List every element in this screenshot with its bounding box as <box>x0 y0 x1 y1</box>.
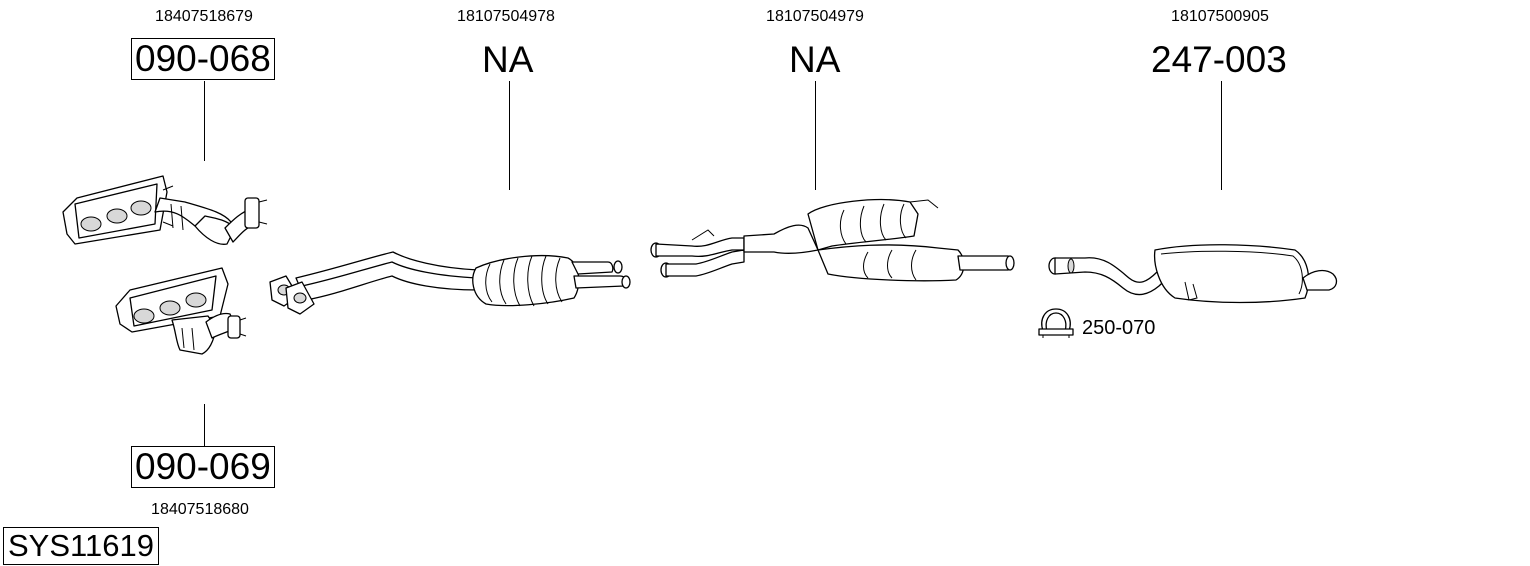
part-code-front-pipe[interactable]: NA <box>482 39 534 80</box>
oem-number-manifold-2: 18407518680 <box>151 501 249 518</box>
exhaust-manifold-1-icon[interactable] <box>55 168 270 258</box>
leader-line-front-pipe <box>509 81 510 190</box>
part-code-middle-silencer[interactable]: NA <box>789 39 841 80</box>
middle-silencer-icon[interactable] <box>648 188 1016 283</box>
oem-number-rear-silencer: 18107500905 <box>1171 8 1269 25</box>
leader-line-manifold-2 <box>204 404 205 446</box>
part-code-rear-silencer[interactable]: 247-003 <box>1151 39 1287 80</box>
oem-number-front-pipe: 18107504978 <box>457 8 555 25</box>
rear-silencer-icon[interactable] <box>1045 238 1343 310</box>
part-code-manifold-2[interactable]: 090-069 <box>131 446 275 488</box>
system-code: SYS11619 <box>3 527 159 565</box>
clamp-icon[interactable] <box>1037 305 1075 339</box>
oem-number-manifold-1: 18407518679 <box>155 8 253 25</box>
leader-line-manifold-1 <box>204 81 205 161</box>
leader-line-middle-silencer <box>815 81 816 190</box>
leader-line-rear-silencer <box>1221 81 1222 190</box>
front-pipe-catalyst-icon[interactable] <box>268 242 633 322</box>
oem-number-middle-silencer: 18107504979 <box>766 8 864 25</box>
exhaust-manifold-2-icon[interactable] <box>110 262 255 357</box>
accessory-code[interactable]: 250-070 <box>1082 317 1156 339</box>
part-code-manifold-1[interactable]: 090-068 <box>131 38 275 80</box>
